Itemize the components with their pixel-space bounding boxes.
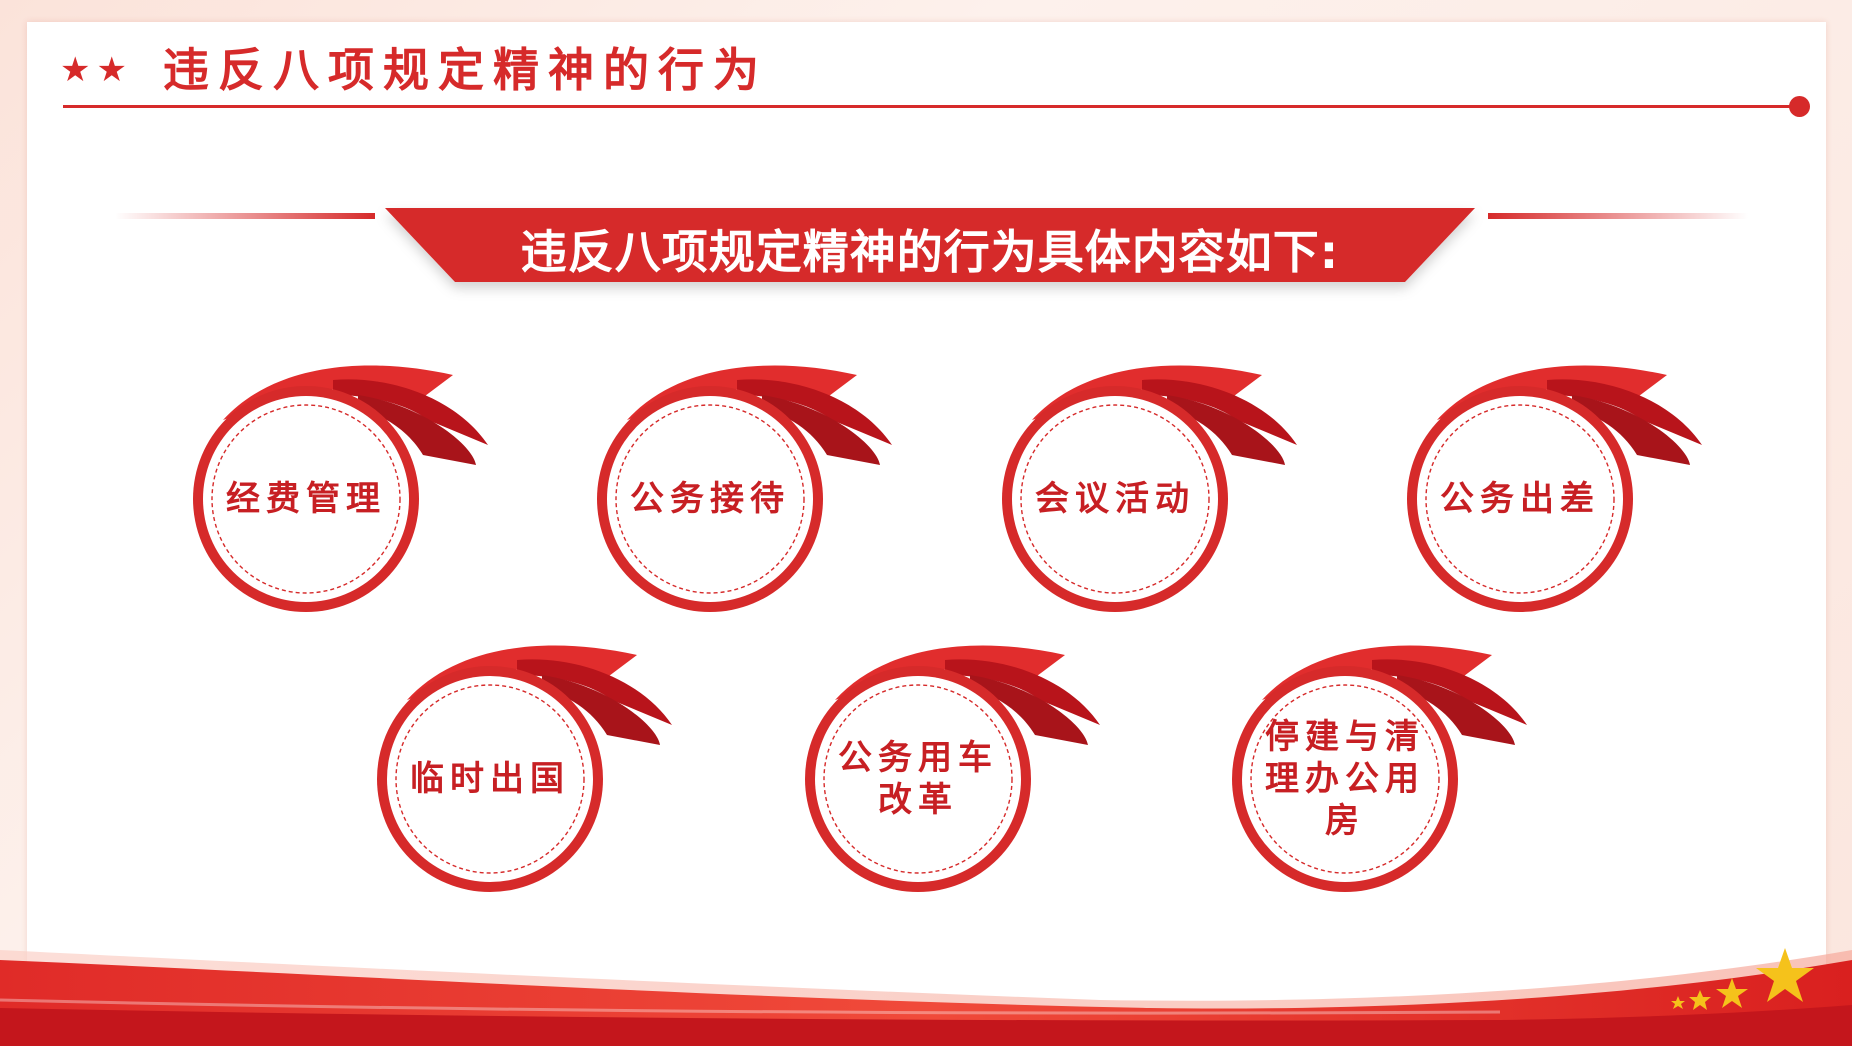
ribbon-circle-icon	[1232, 645, 1527, 892]
banner-title: 违反八项规定精神的行为具体内容如下:	[520, 225, 1340, 279]
item-label-text: 公务出差	[1440, 479, 1600, 519]
item-label: 经费管理	[207, 400, 405, 598]
item-card: 公务出差	[1397, 360, 1737, 650]
ribbon-circle-icon	[1407, 365, 1702, 612]
banner-decoration	[115, 208, 1748, 282]
item-label: 会议活动	[1016, 400, 1214, 598]
ribbon-circle-icon	[377, 645, 672, 892]
banner-ribbon	[385, 208, 1475, 282]
header-divider	[63, 105, 1800, 108]
banner-line-left	[115, 213, 375, 219]
item-label-text: 停建与清理办公用房	[1265, 717, 1425, 841]
item-label: 公务出差	[1421, 400, 1619, 598]
item-card: 公务接待	[587, 360, 927, 650]
item-label-text: 公务接待	[630, 479, 790, 519]
page-title: 违反八项规定精神的行为	[163, 43, 768, 97]
item-label: 临时出国	[391, 680, 589, 878]
item-label: 公务接待	[611, 400, 809, 598]
item-card: 临时出国	[367, 640, 707, 930]
header-divider-dot	[1789, 96, 1810, 117]
gold-stars-icon	[1671, 948, 1814, 1010]
item-card: 公务用车改革	[795, 640, 1135, 930]
ribbon-circle-icon	[193, 365, 488, 612]
item-card: 停建与清理办公用房	[1222, 640, 1562, 930]
header-stars-icon: ★★	[60, 50, 133, 90]
item-card: 会议活动	[992, 360, 1332, 650]
item-label-text: 临时出国	[410, 759, 570, 799]
item-label-text: 会议活动	[1035, 479, 1195, 519]
item-label-text: 公务用车改革	[838, 738, 998, 820]
item-label: 停建与清理办公用房	[1246, 680, 1444, 878]
ribbon-circle-icon	[597, 365, 892, 612]
ribbon-circle-icon	[1002, 365, 1297, 612]
item-label-text: 经费管理	[226, 479, 386, 519]
item-label: 公务用车改革	[819, 680, 1017, 878]
ribbon-circle-icon	[805, 645, 1100, 892]
banner-line-right	[1488, 213, 1748, 219]
item-card: 经费管理	[183, 360, 523, 650]
